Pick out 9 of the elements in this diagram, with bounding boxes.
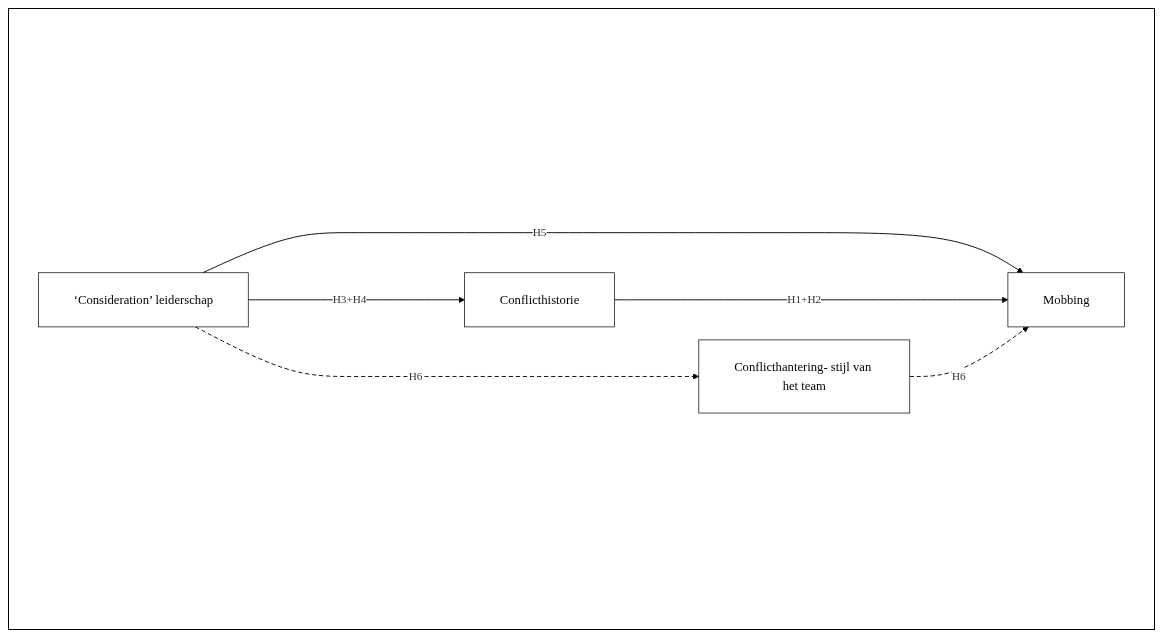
edge-label: H6 [951, 370, 966, 383]
node-box: Conflicthantering- stijl van het team [698, 339, 910, 414]
node-box: ‘Consideration’ leiderschap [38, 272, 249, 328]
edge-label: H5 [532, 226, 547, 239]
edge-label: H3+H4 [332, 293, 367, 306]
node-box: Conflicthistorie [464, 272, 615, 328]
edge-label: H6 [408, 370, 423, 383]
edge-label: H1+H2 [787, 293, 822, 306]
node-box: Mobbing [1007, 272, 1125, 328]
